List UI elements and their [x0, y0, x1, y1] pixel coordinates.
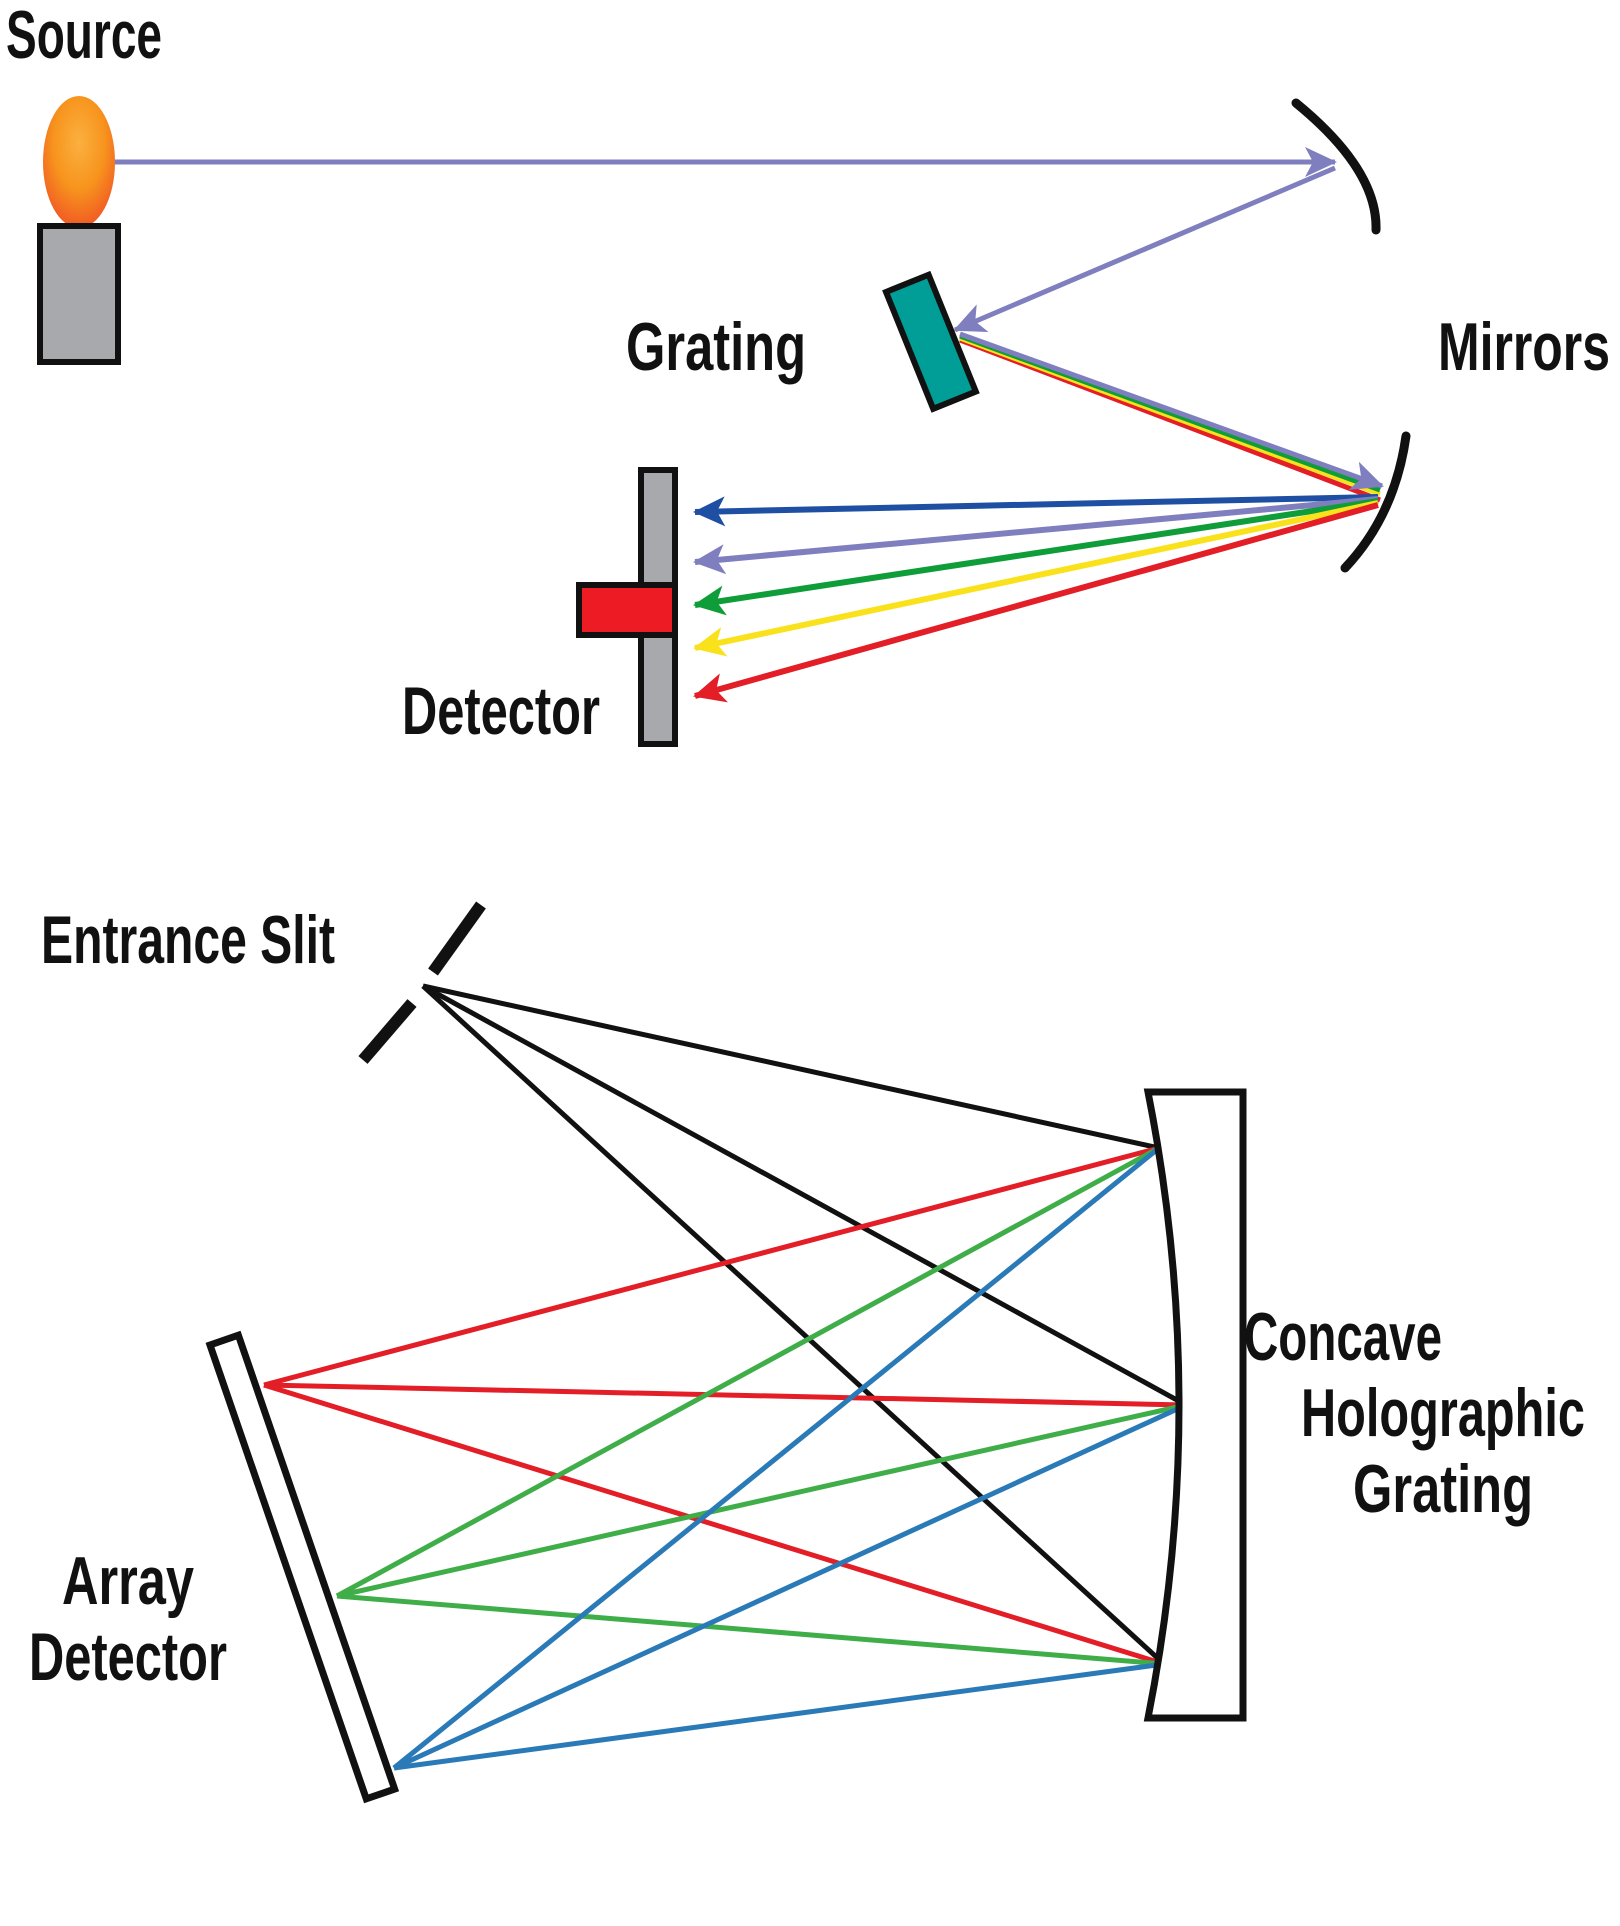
mirrors-label: Mirrors	[1438, 309, 1610, 385]
green-ray-bottom	[336, 1593, 1165, 1667]
slit-jaw-lower	[358, 999, 417, 1064]
lower-mirror	[1340, 431, 1411, 573]
lamp-body	[37, 223, 121, 365]
detector	[576, 467, 678, 747]
grating-element	[882, 270, 980, 413]
blue-ray-bottom	[393, 1661, 1165, 1771]
incident-ray-bottom	[421, 984, 1166, 1666]
blue-ray-top	[392, 1146, 1161, 1770]
detector-sensor	[576, 582, 678, 638]
concave-holographic-grating	[1143, 1088, 1247, 1722]
red-ray-middle	[263, 1382, 1187, 1408]
slit-jaw-upper	[428, 901, 486, 976]
dispersed-beam-red	[693, 502, 1379, 703]
blue-ray-middle	[392, 1402, 1188, 1771]
dispersed-beam-green	[693, 498, 1379, 616]
grating-beam-purple	[959, 331, 1384, 490]
array-detector-label-line1: Array	[62, 1543, 194, 1619]
entrance-slit-label: Entrance Slit	[41, 902, 335, 978]
concave-grating-label-line1: Concave	[1244, 1299, 1442, 1375]
light-source	[37, 96, 121, 365]
upper-mirror	[1291, 98, 1381, 235]
blue-rays	[392, 1146, 1188, 1771]
grating-to-mirror-beams	[959, 331, 1384, 503]
dispersed-beam-yellow	[693, 500, 1379, 657]
array-detector-label-line2: Detector	[29, 1619, 227, 1695]
concave-grating-label-line3: Grating	[1353, 1451, 1533, 1527]
dispersed-beam-blue	[693, 494, 1379, 527]
green-ray-middle	[336, 1402, 1187, 1599]
bottom-spectrometer: Entrance Slit Concave Holographic Gratin…	[29, 901, 1585, 1804]
flame-icon	[43, 96, 115, 228]
top-spectrometer: Source Grating Mirrors Detector	[6, 0, 1610, 749]
entrance-slit	[358, 901, 486, 1064]
source-label: Source	[6, 0, 162, 73]
mirror-to-grating-beam	[953, 165, 1336, 333]
detector-label: Detector	[402, 673, 600, 749]
green-ray-top	[335, 1145, 1161, 1599]
red-ray-bottom	[263, 1382, 1165, 1667]
incident-ray-top	[422, 983, 1160, 1151]
green-rays	[335, 1145, 1187, 1667]
incident-ray-middle	[421, 983, 1188, 1408]
red-ray-top	[263, 1145, 1160, 1388]
dispersed-beams	[693, 494, 1379, 703]
concave-grating-label-line2: Holographic	[1301, 1375, 1585, 1451]
dispersed-beam-purple	[693, 496, 1379, 575]
array-detector	[205, 1330, 400, 1804]
incident-rays	[421, 983, 1188, 1666]
grating-label: Grating	[626, 309, 806, 385]
red-rays	[263, 1145, 1187, 1667]
